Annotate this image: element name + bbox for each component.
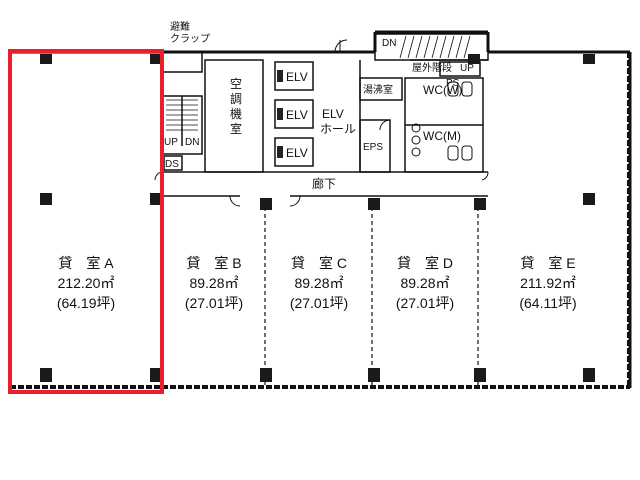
dn-left-label: DN — [185, 137, 199, 148]
room-a-area: 212.20㎡ — [58, 275, 115, 291]
room-a-tsubo: (64.19坪) — [57, 295, 115, 311]
toilet-fixtures — [411, 81, 473, 161]
stair-treads-top — [399, 35, 471, 59]
wc-women-label: WC(W) — [423, 83, 462, 97]
room-a-name: 貸 室 A — [58, 255, 114, 271]
elv-1-label: ELV — [286, 70, 308, 84]
room-e-tsubo: (64.11坪) — [519, 295, 576, 311]
room-e-area: 211.92㎡ — [520, 275, 576, 291]
ac-room-char-1: 空 — [230, 77, 242, 91]
room-e[interactable]: 貸 室 E 211.92㎡ (64.11坪) — [519, 255, 576, 311]
ps-label: PS — [446, 78, 460, 89]
room-c[interactable]: 貸 室 C 89.28㎡ (27.01坪) — [290, 255, 348, 311]
room-b-area: 89.28㎡ — [189, 275, 238, 291]
columns — [40, 54, 595, 382]
room-c-tsubo: (27.01坪) — [290, 295, 348, 311]
room-partitions — [161, 200, 479, 385]
room-a-highlight — [8, 49, 164, 394]
ac-room-char-4: 室 — [230, 121, 242, 136]
evacuation-label-2: クラップ — [170, 33, 210, 45]
evacuation-label-1: 避難 — [170, 20, 190, 33]
core-walls — [161, 33, 489, 197]
room-d-tsubo: (27.01坪) — [396, 295, 454, 311]
room-d[interactable]: 貸 室 D 89.28㎡ (27.01坪) — [396, 255, 454, 311]
room-a[interactable]: 貸 室 A 212.20㎡ (64.19坪) — [57, 255, 115, 311]
ds-label: DS — [165, 159, 179, 170]
ac-room-char-3: 機 — [230, 106, 242, 121]
kitchen-label: 湯沸室 — [363, 83, 393, 96]
elevator-boxes — [277, 70, 283, 158]
elv-3-label: ELV — [286, 146, 308, 160]
up-outdoor-label: UP — [460, 63, 474, 74]
outer-walls — [8, 30, 632, 388]
room-c-name: 貸 室 C — [291, 255, 347, 271]
outdoor-stairs-label: 屋外階段 — [412, 61, 452, 74]
elv-2-label: ELV — [286, 108, 308, 122]
elv-hall-label-2: ホール — [320, 122, 356, 136]
eps-label: EPS — [363, 142, 383, 153]
dn-top-label: DN — [382, 38, 396, 49]
wc-men-label: WC(M) — [423, 129, 461, 143]
room-b-name: 貸 室 B — [186, 255, 241, 271]
stair-treads-left — [166, 99, 198, 131]
ac-room-char-2: 調 — [230, 92, 242, 106]
room-d-name: 貸 室 D — [397, 255, 453, 271]
room-b[interactable]: 貸 室 B 89.28㎡ (27.01坪) — [185, 255, 243, 311]
room-b-tsubo: (27.01坪) — [185, 295, 243, 311]
corridor-label: 廊下 — [312, 176, 336, 191]
door-swings — [154, 39, 489, 207]
room-e-name: 貸 室 E — [520, 255, 575, 271]
room-d-area: 89.28㎡ — [400, 275, 449, 291]
room-c-area: 89.28㎡ — [294, 275, 343, 291]
elv-hall-label-1: ELV — [322, 107, 344, 121]
up-left-label: UP — [164, 137, 178, 148]
